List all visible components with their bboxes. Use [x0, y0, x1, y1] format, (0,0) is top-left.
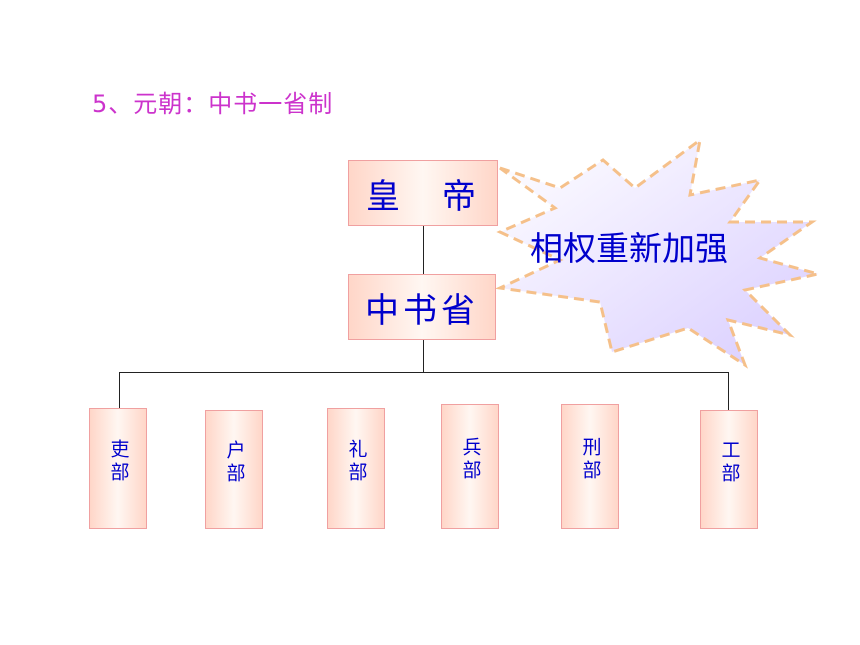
dept-box-rites: 礼部: [327, 408, 385, 529]
connector-horizontal-bus: [119, 372, 729, 373]
starburst-shape: [494, 136, 819, 369]
dept-box-justice: 刑部: [561, 404, 619, 529]
connector-dept-6: [728, 372, 729, 410]
callout-text: 相权重新加强: [530, 229, 728, 268]
connector-dept-1: [119, 372, 120, 408]
dept-box-war: 兵部: [441, 404, 499, 529]
page-title: 5、元朝：中书一省制: [92, 90, 334, 118]
dept-box-revenue: 户部: [205, 410, 263, 529]
connector-emperor-secretariat: [423, 226, 424, 274]
connector-secretariat-bus: [423, 340, 424, 372]
dept-box-works: 工部: [700, 410, 758, 529]
dept-box-personnel: 吏部: [89, 408, 147, 529]
secretariat-box: 中书省: [348, 274, 496, 340]
emperor-box: 皇 帝: [348, 160, 498, 226]
